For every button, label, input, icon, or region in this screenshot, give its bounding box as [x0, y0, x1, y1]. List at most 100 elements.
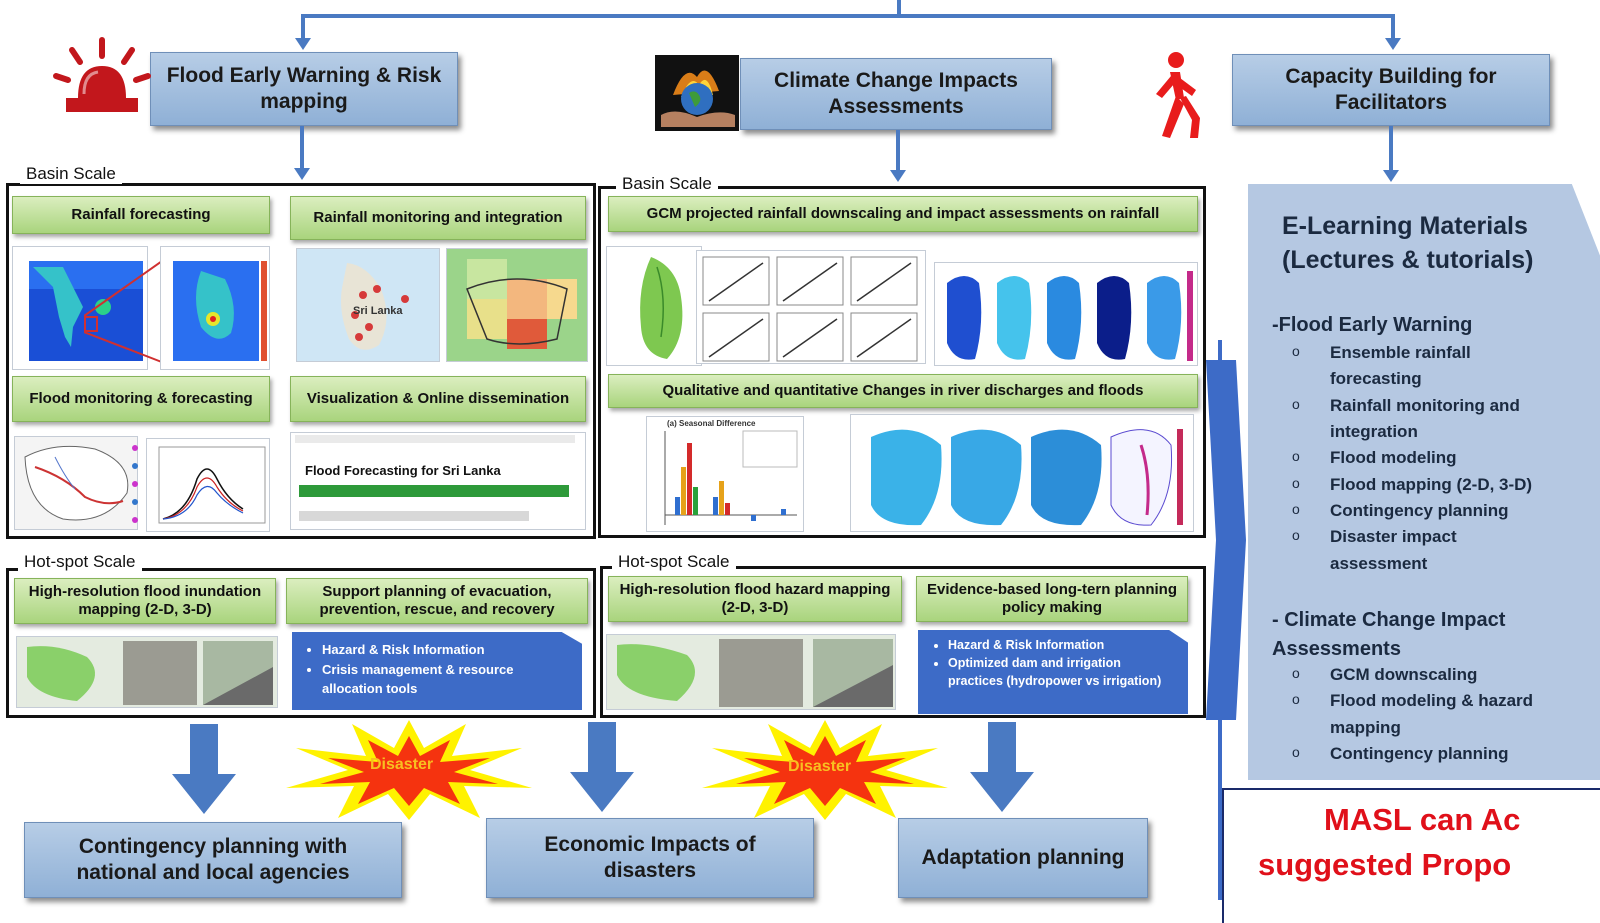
- adaptation-planning-label: Adaptation planning: [921, 845, 1125, 869]
- elearning-climate-item-1: GCM downscaling: [1272, 662, 1542, 688]
- left-hotspot-scale-label: Hot-spot Scale: [18, 552, 142, 572]
- climate-change-box: Climate Change Impacts Assessments: [740, 58, 1052, 130]
- left-basin-scale-label: Basin Scale: [20, 164, 122, 184]
- mid-hotspot-scale-label: Hot-spot Scale: [612, 552, 736, 572]
- evidence-based-box: Evidence-based long-tern planning policy…: [916, 576, 1188, 622]
- economic-impacts-box: Economic Impacts of disasters: [486, 818, 814, 898]
- top-connector-line: [301, 14, 1393, 18]
- mid-basin-scale-label: Basin Scale: [616, 174, 718, 194]
- elearning-title: E-Learning Materials (Lectures & tutoria…: [1282, 210, 1533, 278]
- sri-lanka-map-label: Sri Lanka: [353, 305, 403, 317]
- walking-person-icon: [1156, 52, 1200, 138]
- economic-impacts-label: Economic Impacts of disasters: [544, 832, 756, 882]
- flood-monitoring-box: Flood monitoring & forecasting: [12, 376, 270, 422]
- elearning-flood-heading: -Flood Early Warning: [1272, 314, 1473, 336]
- rainfall-forecasting-label: Rainfall forecasting: [71, 206, 211, 223]
- flood-monitoring-label: Flood monitoring & forecasting: [29, 390, 253, 407]
- rainfall-grid-map: [446, 248, 588, 362]
- connector-right: [1391, 14, 1395, 40]
- flood-early-warning-title: Flood Early Warning & Risk mapping: [166, 63, 442, 113]
- elearning-flood-item-5: Contingency planning: [1272, 498, 1542, 524]
- visualization-label: Visualization & Online dissemination: [306, 390, 570, 407]
- hr-inundation-label: High-resolution flood inundation mapping…: [28, 583, 262, 618]
- hotspot-map-left-1: [16, 636, 278, 708]
- support-planning-box: Support planning of evacuation, preventi…: [286, 578, 588, 624]
- basin-river-map: [14, 436, 138, 530]
- connector-left: [301, 14, 305, 40]
- river-discharge-box: Qualitative and quantitative Changes in …: [608, 374, 1198, 408]
- sri-lanka-station-map: Sri Lanka: [296, 248, 440, 362]
- right-chevron-arrow: [1206, 360, 1246, 720]
- rainfall-monitoring-box: Rainfall monitoring and integration: [290, 196, 586, 240]
- rainfall-forecasting-box: Rainfall forecasting: [12, 196, 270, 234]
- left-hotspot-info-panel: Hazard & Risk Information Crisis managem…: [292, 632, 582, 710]
- hotspot-map-mid-1: [606, 634, 896, 710]
- arrow-flood-down: [300, 126, 304, 170]
- capacity-building-title: Capacity Building for Facilitators: [1285, 64, 1497, 114]
- support-planning-label: Support planning of evacuation, preventi…: [319, 583, 555, 618]
- disaster-label-left: Disaster: [370, 756, 434, 773]
- left-hotspot-bullet-2: Crisis management & resource allocation …: [322, 660, 572, 699]
- climate-change-title: Climate Change Impacts Assessments: [774, 68, 1018, 118]
- elearning-title-line1: E-Learning Materials: [1282, 212, 1528, 240]
- hydrograph-chart: [146, 438, 270, 532]
- left-hotspot-bullet-1: Hazard & Risk Information: [322, 640, 572, 660]
- gcm-downscaling-box: GCM projected rainfall downscaling and i…: [608, 196, 1198, 232]
- evidence-based-label: Evidence-based long-tern planning policy…: [926, 581, 1178, 616]
- rainfall-monitoring-label: Rainfall monitoring and integration: [313, 209, 563, 226]
- contingency-planning-box: Contingency planning with national and l…: [24, 822, 402, 898]
- elearning-climate-list: GCM downscaling Flood modeling & hazard …: [1272, 662, 1542, 767]
- elearning-title-line2: (Lectures & tutorials): [1282, 245, 1534, 274]
- disaster-burst-right: Disaster: [700, 718, 950, 822]
- hr-inundation-box: High-resolution flood inundation mapping…: [14, 578, 276, 624]
- arrowhead-right: [1385, 38, 1401, 50]
- legend-dots: [130, 440, 140, 530]
- elearning-flood-item-3: Flood modeling: [1272, 445, 1542, 471]
- arrow-climate-down: [896, 130, 900, 172]
- flood-early-warning-box: Flood Early Warning & Risk mapping: [150, 52, 458, 126]
- hr-hazard-label: High-resolution flood hazard mapping (2-…: [619, 581, 891, 616]
- hr-hazard-box: High-resolution flood hazard mapping (2-…: [608, 576, 902, 622]
- web-portal-title: Flood Forecasting for Sri Lanka: [305, 463, 501, 478]
- elearning-flood-item-1: Ensemble rainfall forecasting: [1272, 340, 1542, 393]
- top-center-stem: [897, 0, 901, 16]
- big-arrow-contingency: [172, 724, 236, 814]
- arrowhead-capacity: [1383, 170, 1399, 182]
- mid-hotspot-bullet-1: Hazard & Risk Information: [948, 636, 1178, 654]
- masl-line-1: MASL can Ac: [1324, 802, 1521, 837]
- arrowhead-flood: [294, 168, 310, 180]
- qq-plots-grid: [696, 250, 926, 364]
- mid-hotspot-bullet-2: Optimized dam and irrigation practices (…: [948, 654, 1178, 690]
- rainfall-change-maps: [934, 262, 1198, 366]
- visualization-box: Visualization & Online dissemination: [290, 376, 586, 422]
- disaster-burst-left: Disaster: [284, 718, 534, 822]
- arrow-capacity-down: [1389, 126, 1393, 172]
- siren-icon: [53, 37, 151, 112]
- web-portal-screenshot: Flood Forecasting for Sri Lanka: [290, 432, 586, 530]
- masl-box: [1222, 788, 1600, 923]
- adaptation-planning-box: Adaptation planning: [898, 818, 1148, 898]
- masl-text: MASL can Ac suggested Propo: [1236, 798, 1600, 888]
- elearning-flood-item-6: Disaster impact assessment: [1272, 524, 1542, 577]
- big-arrow-economic: [570, 722, 634, 812]
- gcm-downscaling-label: GCM projected rainfall downscaling and i…: [646, 205, 1160, 222]
- elearning-flood-item-4: Flood mapping (2-D, 3-D): [1272, 472, 1542, 498]
- big-arrow-adaptation: [970, 722, 1034, 812]
- river-discharge-label: Qualitative and quantitative Changes in …: [662, 382, 1144, 399]
- seasonal-difference-chart: (a) Seasonal Difference: [646, 416, 804, 532]
- flood-change-maps: [850, 414, 1194, 532]
- web-portal-nav-bar: [299, 485, 569, 497]
- contingency-planning-label: Contingency planning with national and l…: [76, 834, 350, 884]
- seasonal-difference-label: (a) Seasonal Difference: [667, 419, 756, 428]
- globe-in-hand-icon: [655, 55, 739, 131]
- rainfall-forecast-map-1: [12, 246, 148, 370]
- elearning-climate-item-2: Flood modeling & hazard mapping: [1272, 688, 1542, 741]
- basin-green-map: [606, 246, 702, 366]
- elearning-climate-item-3: Contingency planning: [1272, 741, 1542, 767]
- arrowhead-left: [295, 38, 311, 50]
- elearning-climate-heading: - Climate Change Impact Assessments: [1272, 609, 1506, 660]
- disaster-label-right: Disaster: [788, 758, 852, 775]
- mid-hotspot-info-panel: Hazard & Risk Information Optimized dam …: [918, 630, 1188, 714]
- elearning-flood-item-2: Rainfall monitoring and integration: [1272, 393, 1542, 446]
- rainfall-forecast-map-2: [160, 246, 270, 370]
